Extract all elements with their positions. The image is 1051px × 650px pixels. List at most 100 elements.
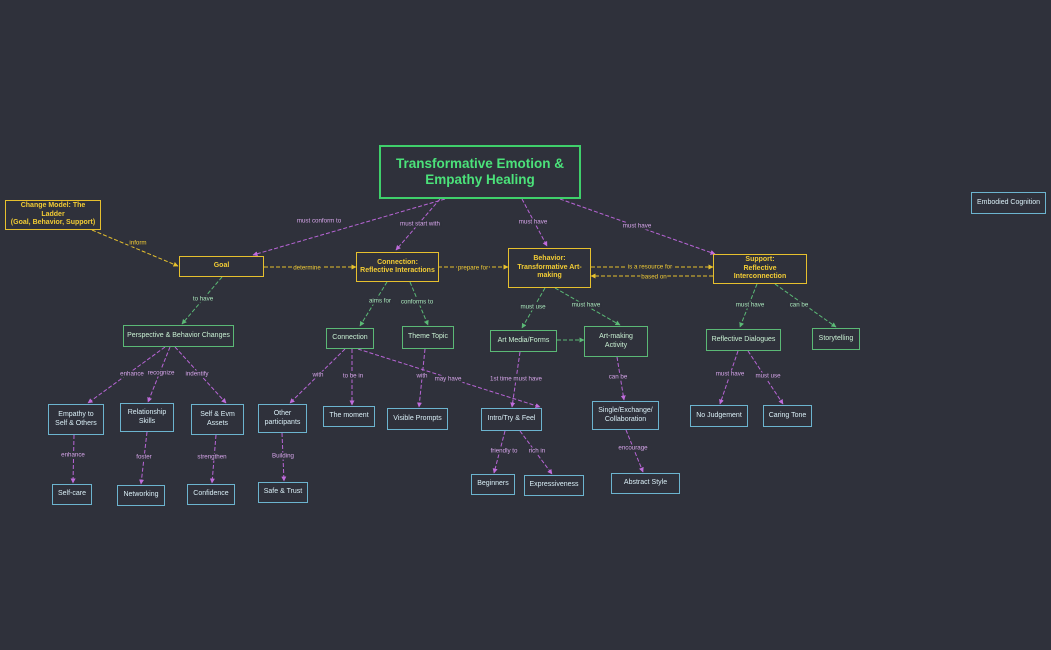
- relationship-node[interactable]: Relationship Skills: [120, 403, 174, 432]
- connection-text: Connection: [332, 334, 368, 342]
- confidence-node[interactable]: Confidence: [187, 484, 235, 505]
- edge-title-goal: [252, 198, 446, 257]
- edge-dialogues-nojudge: [719, 350, 739, 405]
- theme-topic-node[interactable]: Theme Topic: [402, 326, 454, 349]
- single-exchange-text: Single/Exchange/ Collaboration: [598, 407, 653, 423]
- label-must-use-media: must use: [519, 303, 547, 311]
- label-foster: foster: [135, 453, 153, 461]
- edge-persp-empathy: [87, 346, 166, 404]
- label-must-have-behavior: must have: [517, 218, 549, 226]
- self-care-node[interactable]: Self-care: [52, 484, 92, 505]
- label-determine: determine: [292, 264, 322, 272]
- intro-text: Intro/Try & Feel: [487, 415, 536, 423]
- art-activity-text: Art-making Activity: [599, 333, 633, 349]
- edge-support-dialogues: [739, 283, 758, 328]
- change-model-node[interactable]: Change Model: The Ladder (Goal, Behavior…: [5, 200, 101, 230]
- title-node-text: Transformative Emotion & Empathy Healing: [395, 155, 565, 187]
- abstract-style-text: Abstract Style: [623, 479, 668, 487]
- label-must-have-dialogues: must have: [734, 301, 766, 309]
- embodied-cognition-node[interactable]: Embodied Cognition: [971, 192, 1046, 214]
- moment-node[interactable]: The moment: [323, 406, 375, 427]
- beginners-text: Beginners: [477, 480, 509, 488]
- label-must-conform-to: must conform to: [295, 217, 343, 225]
- label-based-on: based on: [640, 273, 668, 281]
- goal-text: Goal: [213, 262, 230, 270]
- intro-node[interactable]: Intro/Try & Feel: [481, 408, 542, 431]
- edge-connmain-theme: [409, 281, 429, 326]
- label-building: Building: [270, 452, 296, 460]
- label-aims-for: aims for: [367, 297, 393, 305]
- edge-theme-prompts: [416, 348, 426, 408]
- label-may-have: may have: [433, 375, 463, 383]
- assets-text: Self & Evm Assets: [200, 411, 235, 427]
- visible-prompts-text: Visible Prompts: [393, 414, 442, 422]
- safe-trust-text: Safe & Trust: [263, 488, 303, 496]
- label-indentify: indentify: [184, 370, 210, 378]
- other-participants-text: Other participants: [264, 410, 301, 426]
- label-rich-in: rich in: [527, 447, 547, 455]
- reflective-dialogues-node[interactable]: Reflective Dialogues: [706, 329, 781, 351]
- goal-node[interactable]: Goal: [179, 256, 264, 277]
- assets-node[interactable]: Self & Evm Assets: [191, 404, 244, 435]
- edge-behavior-media: [521, 287, 546, 329]
- caring-tone-text: Caring Tone: [768, 411, 807, 419]
- empathy-text: Empathy to Self & Others: [55, 411, 97, 427]
- edge-empathy-selfcare: [70, 434, 76, 484]
- moment-text: The moment: [329, 412, 369, 420]
- safe-trust-node[interactable]: Safe & Trust: [258, 482, 308, 503]
- label-must-use-caring: must use: [754, 372, 782, 380]
- perspective-node[interactable]: Perspective & Behavior Changes: [123, 325, 234, 347]
- label-can-be-storytelling: can be: [788, 301, 810, 309]
- expressiveness-text: Expressiveness: [529, 481, 579, 489]
- label-strengthen: strengthen: [196, 453, 228, 461]
- label-to-have: to have: [191, 295, 215, 303]
- connection-node[interactable]: Connection: [326, 328, 374, 349]
- label-enhance-selfcare: enhance: [60, 451, 86, 459]
- relationship-text: Relationship Skills: [127, 409, 167, 425]
- behavior-node[interactable]: Behavior: Transformative Art- making: [508, 248, 591, 288]
- connection-main-node[interactable]: Connection: Reflective Interactions: [356, 252, 439, 282]
- label-is-a-resource-for: is a resource for: [626, 263, 674, 271]
- no-judgement-node[interactable]: No Judgement: [690, 405, 748, 427]
- label-first-time: 1st time must have: [489, 375, 543, 383]
- art-activity-node[interactable]: Art-making Activity: [584, 326, 648, 357]
- beginners-node[interactable]: Beginners: [471, 474, 515, 495]
- storytelling-node[interactable]: Storytelling: [812, 328, 860, 350]
- label-encourage: encourage: [617, 444, 649, 452]
- behavior-text: Behavior: Transformative Art- making: [517, 255, 582, 280]
- visible-prompts-node[interactable]: Visible Prompts: [387, 408, 448, 430]
- art-media-text: Art Media/Forms: [497, 336, 550, 344]
- edge-single-abstract: [625, 429, 644, 473]
- label-must-have-support: must have: [621, 222, 653, 230]
- label-can-be-single: can be: [607, 373, 629, 381]
- label-must-start-with: must start with: [399, 220, 441, 228]
- embodied-cognition-text: Embodied Cognition: [976, 198, 1041, 206]
- label-with-other: with: [311, 371, 325, 379]
- label-must-have-nojudge: must have: [714, 370, 746, 378]
- art-media-node[interactable]: Art Media/Forms: [490, 330, 557, 352]
- label-must-have-activity: must have: [570, 301, 602, 309]
- edge-persp-relationship: [147, 346, 171, 403]
- caring-tone-node[interactable]: Caring Tone: [763, 405, 812, 427]
- label-to-be-in: to be in: [341, 372, 365, 380]
- label-conforms-to: conforms to: [399, 298, 435, 306]
- label-prepare-for: prepare for: [456, 264, 490, 272]
- other-participants-node[interactable]: Other participants: [258, 404, 307, 433]
- expressiveness-node[interactable]: Expressiveness: [524, 475, 584, 496]
- title-node[interactable]: Transformative Emotion & Empathy Healing: [379, 145, 581, 199]
- abstract-style-node[interactable]: Abstract Style: [611, 473, 680, 494]
- empathy-node[interactable]: Empathy to Self & Others: [48, 404, 104, 435]
- edge-title-support: [559, 198, 716, 255]
- edge-changemodel-goal: [91, 229, 179, 267]
- theme-topic-text: Theme Topic: [408, 333, 448, 341]
- support-node[interactable]: Support: Reflective Interconnection: [713, 254, 807, 284]
- label-with-prompts: with: [415, 372, 429, 380]
- edge-conn-intro: [357, 348, 541, 409]
- single-exchange-node[interactable]: Single/Exchange/ Collaboration: [592, 401, 659, 430]
- networking-text: Networking: [123, 491, 159, 499]
- label-enhance-empathy: enhance: [119, 370, 145, 378]
- self-care-text: Self-care: [57, 490, 86, 498]
- networking-node[interactable]: Networking: [117, 485, 165, 506]
- label-friendly-to: friendly to: [489, 447, 519, 455]
